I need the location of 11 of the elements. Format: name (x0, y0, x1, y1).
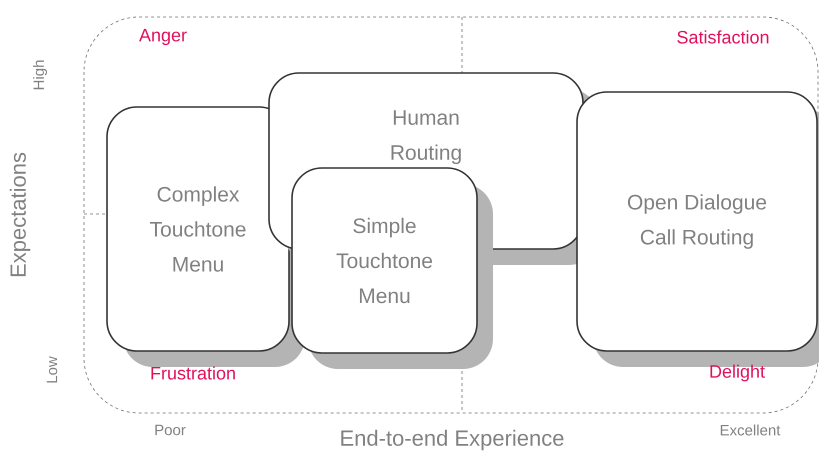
axis-tick-label: Poor (155, 424, 186, 436)
axis-tick-label: High (33, 60, 47, 90)
axis-title: Expectations (10, 152, 30, 276)
axis-tick-label: Excellent (720, 424, 780, 436)
quadrant-label: Satisfaction (677, 30, 768, 44)
quadrant-label: Delight (710, 364, 765, 382)
rounded-box: Complex Touchtone Menu (106, 106, 305, 367)
quadrant-label: Anger (139, 28, 187, 46)
axis-tick-label: Low (46, 356, 58, 383)
axis-title: End-to-end Experience (341, 430, 564, 450)
rounded-box: Simple Touchtone Menu (291, 167, 493, 369)
